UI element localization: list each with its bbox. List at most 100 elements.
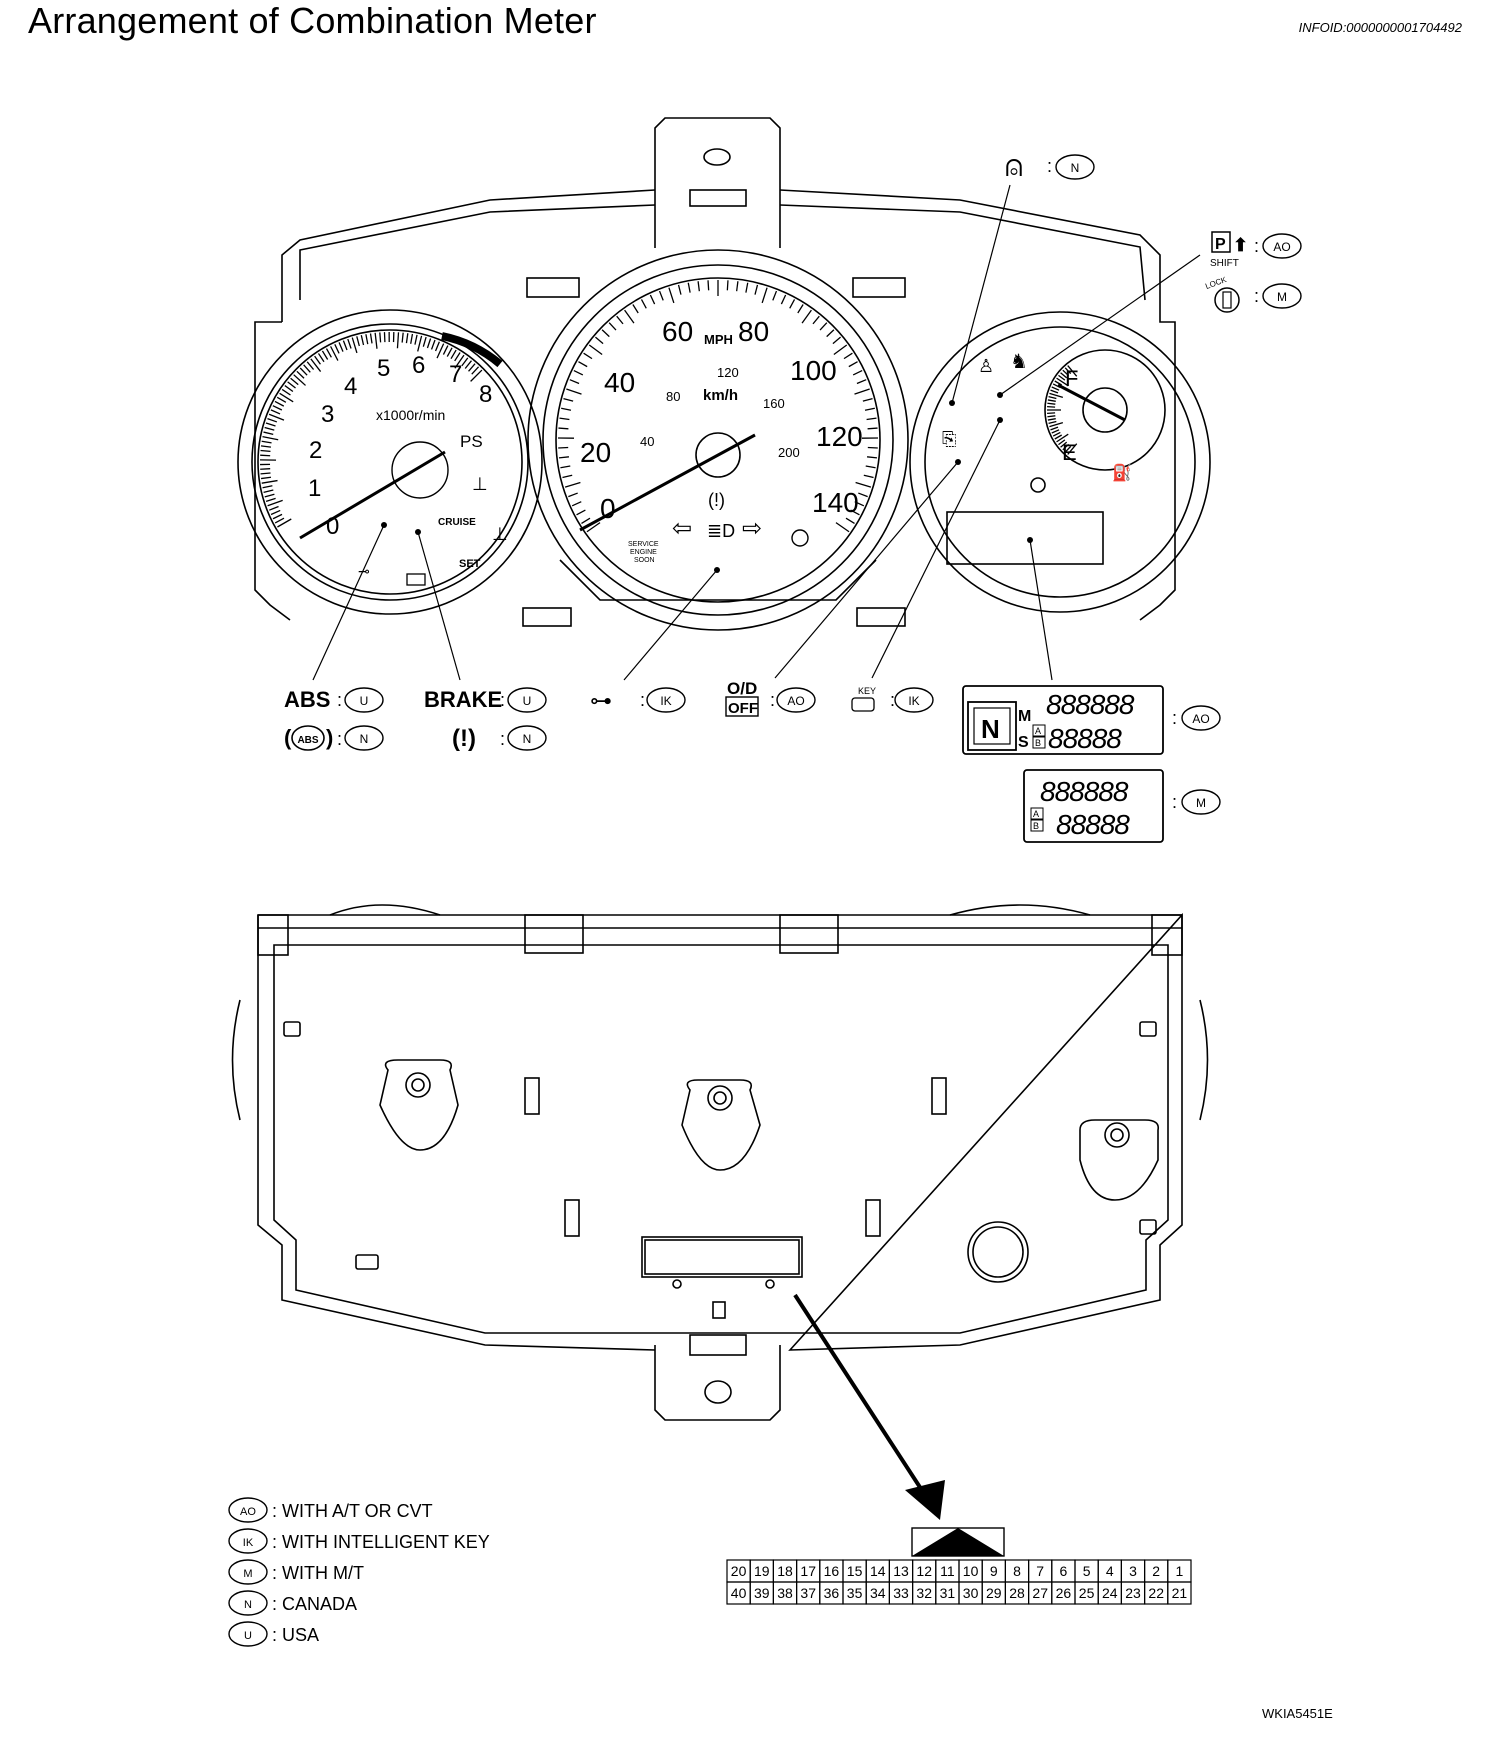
svg-text:AO: AO	[787, 694, 804, 708]
page-title: Arrangement of Combination Meter	[28, 0, 597, 41]
svg-text:ENGINE: ENGINE	[630, 549, 657, 556]
tick	[436, 343, 445, 359]
connector-pin-36: 36	[824, 1585, 840, 1601]
svg-text:P: P	[1215, 236, 1226, 253]
tick	[369, 333, 373, 344]
tick	[270, 409, 281, 415]
battery-icon	[406, 573, 426, 586]
lcd-window	[946, 511, 1104, 565]
tach-2: 2	[309, 437, 322, 464]
tick	[1048, 420, 1057, 425]
legend-code: IK	[243, 1537, 254, 1549]
tick	[833, 344, 848, 356]
tick	[562, 474, 573, 479]
car-code-badge: IK	[646, 687, 686, 713]
tick	[263, 489, 274, 493]
leader-dots	[381, 392, 1033, 573]
legend-text: : WITH A/T OR CVT	[272, 1501, 433, 1521]
od-code-badge: AO	[776, 687, 816, 713]
tick	[864, 407, 875, 411]
legend-code: M	[243, 1568, 252, 1580]
svg-text:N: N	[360, 732, 369, 746]
connector-pin-12: 12	[916, 1563, 932, 1579]
svg-text:(: (	[284, 725, 292, 750]
lcd-at-code-badge: AO	[1181, 705, 1221, 731]
tick	[260, 468, 271, 470]
ps-indicator: PS	[460, 432, 483, 451]
tick	[417, 335, 423, 352]
svg-text::: :	[1254, 286, 1259, 306]
tick	[1051, 429, 1060, 434]
tick	[1056, 377, 1069, 387]
lcd-mt-digits-bottom: 88888	[1056, 809, 1130, 840]
airbag-icon: ♞	[1010, 351, 1028, 373]
abs-label: ABS	[284, 687, 330, 712]
mph-140: 140	[812, 487, 859, 518]
connector-pin-35: 35	[847, 1585, 863, 1601]
tick	[581, 517, 591, 524]
tick	[468, 363, 476, 372]
front-housing	[254, 189, 1176, 621]
tick	[293, 374, 306, 386]
tick	[826, 329, 835, 338]
speedo-kmh-scale: 40 80 120 160 200	[640, 365, 800, 460]
tick	[780, 294, 787, 305]
tick	[356, 336, 360, 347]
svg-text:IK: IK	[660, 694, 671, 708]
tick	[789, 299, 796, 309]
tick	[351, 337, 358, 354]
tick	[279, 392, 294, 403]
tick	[1067, 365, 1078, 377]
svg-text:U: U	[360, 694, 369, 708]
connector-pin-20: 20	[731, 1563, 747, 1579]
connector-pin-cell	[1167, 1581, 1192, 1605]
tick	[338, 342, 344, 352]
connector-pin-1: 1	[1176, 1563, 1184, 1579]
tick	[470, 369, 483, 382]
tach-8: 8	[479, 381, 492, 408]
connector-pin-38: 38	[777, 1585, 793, 1601]
connector-pin-26: 26	[1056, 1585, 1072, 1601]
lcd-trip-b: B	[1035, 738, 1041, 748]
tick	[342, 340, 348, 351]
abs-canada-code-badge: N	[344, 725, 384, 751]
tach-5: 5	[377, 355, 390, 382]
tick	[858, 492, 868, 498]
service-engine-soon: SERVICE ENGINE SOON	[628, 541, 659, 564]
tick	[270, 509, 281, 516]
speedo-boss	[681, 1079, 761, 1171]
tick	[819, 322, 828, 331]
tick	[314, 355, 321, 365]
tick	[1047, 402, 1056, 405]
svg-text::: :	[770, 690, 775, 710]
tick	[267, 417, 278, 423]
tachometer-bezel	[237, 309, 543, 615]
mph-120: 120	[816, 421, 863, 452]
tick	[401, 332, 404, 343]
speedometer-bezel	[527, 249, 909, 631]
tick	[1060, 441, 1068, 448]
fuel-pump-icon: ⛽	[1112, 463, 1132, 482]
connector-pin-29: 29	[986, 1585, 1002, 1601]
brake-canada-code-badge: N	[507, 725, 547, 751]
svg-text::: :	[337, 729, 342, 749]
tick	[862, 397, 873, 402]
svg-text::: :	[890, 690, 895, 710]
tick	[854, 388, 870, 395]
tick	[835, 522, 850, 533]
mph-100: 100	[790, 355, 837, 386]
top-bracket	[654, 117, 781, 248]
tick	[583, 352, 593, 360]
tick	[569, 379, 580, 385]
tick	[649, 294, 656, 305]
connector-pin-2: 2	[1152, 1563, 1160, 1579]
tick	[262, 485, 273, 489]
kmh-160: 160	[763, 396, 785, 411]
svg-text:N: N	[981, 714, 1000, 744]
brake-canada-icon: (!)	[452, 725, 476, 752]
tach-redline	[441, 332, 503, 368]
turn-left-icon: ⇦	[672, 515, 692, 542]
tick	[277, 518, 292, 528]
speedo-ticks	[558, 280, 878, 533]
speedo-needle	[579, 433, 756, 532]
